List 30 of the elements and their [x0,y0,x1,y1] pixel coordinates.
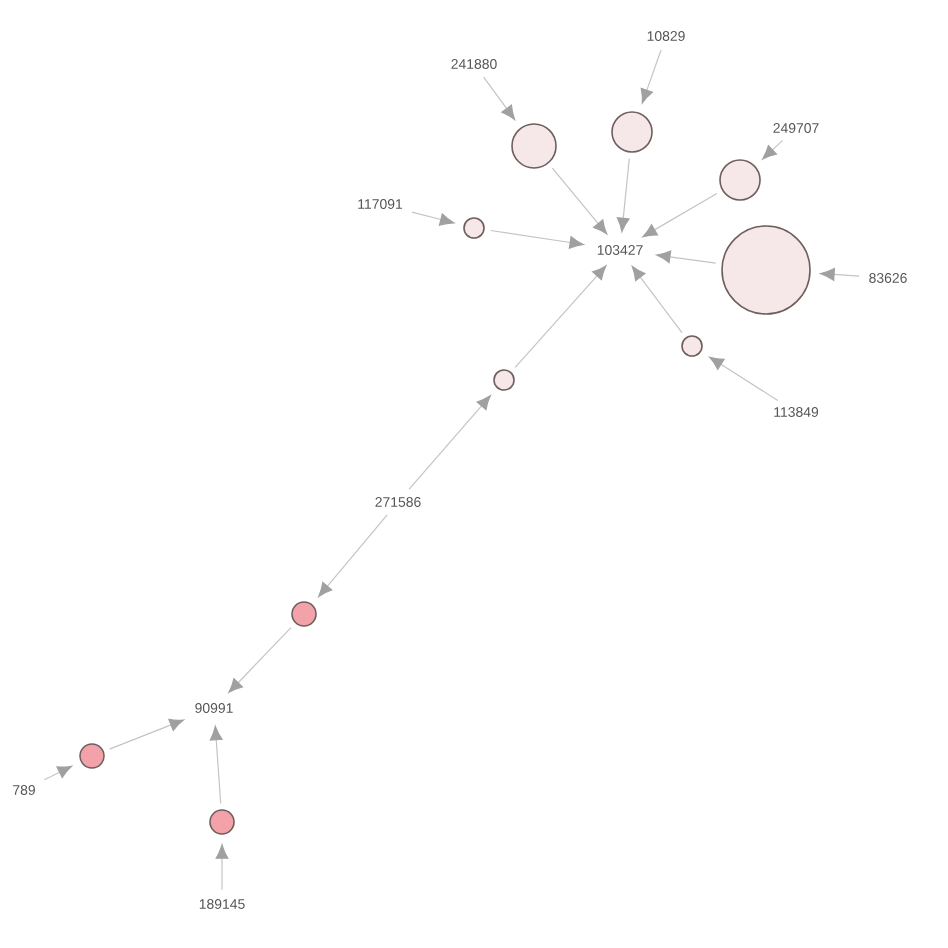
arrow [483,76,516,120]
node-circle [611,111,653,153]
arrow [209,725,223,804]
node-circle [291,601,317,627]
arrow [551,167,608,235]
node-circle [681,335,703,357]
node-circle [493,369,515,391]
arrow [108,718,184,750]
arrow [616,158,630,233]
node-circle [463,217,485,239]
arrow [656,250,717,264]
arrow [228,627,292,693]
arrow [709,356,779,402]
arrow [43,765,73,781]
node-circle [719,159,761,201]
arrow [642,192,718,238]
arrow [631,265,683,334]
arrow [762,139,784,160]
arrow [215,844,229,891]
arrow [490,229,584,249]
arrow [411,211,455,226]
node-circle [721,225,811,315]
arrow [514,265,607,369]
arrow [820,268,860,281]
arrow [318,514,388,598]
node-circle [511,123,557,169]
arrow [408,395,491,490]
node-circle [79,743,105,769]
arrow [640,49,662,104]
node-circle [209,809,235,835]
